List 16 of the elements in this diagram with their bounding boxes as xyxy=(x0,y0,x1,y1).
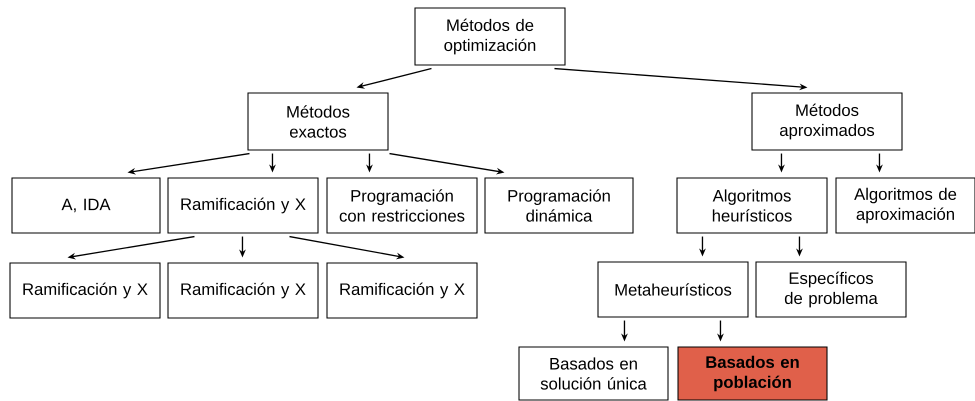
process-box: Algoritmos heurísticos xyxy=(676,177,828,234)
process-box: Metaheurísticos xyxy=(597,261,749,318)
process-box: Métodos de optimización xyxy=(414,7,566,66)
process-box: Específicos de problema xyxy=(755,261,907,318)
highlighted-box: Basados en población xyxy=(677,346,828,401)
process-box: Programación con restricciones xyxy=(326,177,478,234)
process-box: Ramificación y X xyxy=(167,262,319,319)
process-box: Métodos exactos xyxy=(247,92,389,151)
process-box: Programación dinámica xyxy=(484,177,634,234)
process-box: A, IDA xyxy=(11,177,161,234)
process-box: Basados en solución única xyxy=(518,346,669,401)
process-box: Ramificación y X xyxy=(326,262,478,319)
process-box: Ramificación y X xyxy=(167,177,319,234)
process-box: Métodos aproximados xyxy=(751,92,903,151)
process-box: Algoritmos de aproximación xyxy=(835,177,975,234)
process-box: Ramificación y X xyxy=(9,262,161,319)
